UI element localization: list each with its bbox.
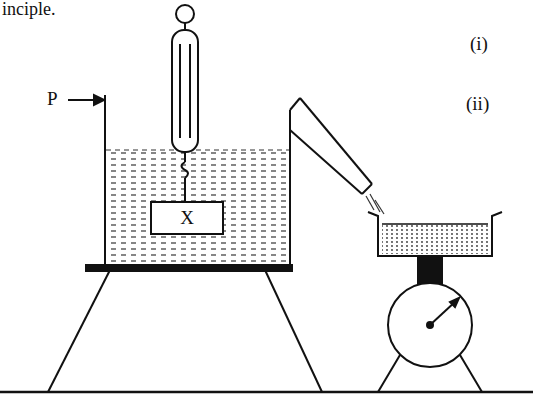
object-block: X bbox=[150, 201, 224, 235]
water-surface bbox=[106, 149, 289, 150]
water-stream bbox=[366, 194, 384, 214]
water bbox=[106, 150, 289, 265]
question-number: (i) bbox=[470, 34, 488, 55]
pointer-arrow bbox=[68, 95, 104, 105]
eureka-can bbox=[105, 95, 372, 266]
object-label: X bbox=[180, 208, 194, 229]
question-number: (ii) bbox=[466, 94, 489, 115]
catch-beaker bbox=[368, 212, 502, 256]
caption-fragment: inciple. bbox=[2, 0, 55, 20]
part-label: P bbox=[47, 89, 58, 110]
can-stand bbox=[48, 265, 322, 392]
ground-line bbox=[0, 391, 533, 394]
spring-balance bbox=[172, 5, 198, 201]
weighing-scale bbox=[378, 256, 482, 392]
